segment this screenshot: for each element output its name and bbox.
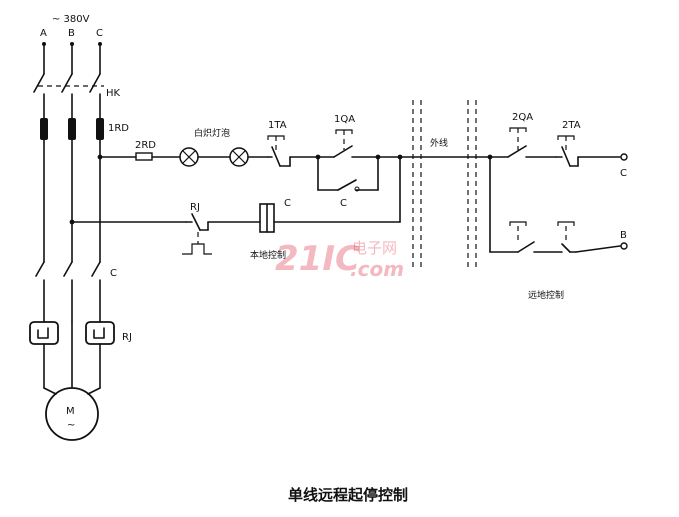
motor-ac-symbol: ~ bbox=[67, 420, 75, 431]
phase-c-label: C bbox=[96, 28, 103, 39]
coil-c-label: C bbox=[284, 198, 291, 209]
lamp-label: 白炽灯泡 bbox=[194, 127, 230, 139]
rj-contact-label: RJ bbox=[190, 202, 200, 213]
watermark-dotcom: .com bbox=[350, 257, 404, 281]
control-top-branch bbox=[99, 129, 403, 192]
terminal-c-label: C bbox=[620, 168, 627, 179]
local-control-label: 本地控制 bbox=[250, 249, 286, 261]
thermal-relay-elements bbox=[29, 321, 115, 389]
btn-1qa-label: 1QA bbox=[334, 114, 355, 125]
watermark: 21IC 电子网 .com bbox=[275, 239, 404, 281]
main-fuses bbox=[40, 118, 104, 140]
thermal-relay-label: RJ bbox=[122, 332, 132, 343]
btn-2qa-label: 2QA bbox=[512, 112, 533, 123]
supply-voltage-label: ~ 380V bbox=[52, 14, 90, 25]
holding-contact-label: C bbox=[340, 198, 347, 209]
phase-a-label: A bbox=[40, 28, 47, 39]
main-contacts-label: C bbox=[110, 268, 117, 279]
main-contacts bbox=[35, 261, 101, 323]
diagram-caption: 单线远程起停控制 bbox=[288, 486, 408, 504]
fuse-2rd-label: 2RD bbox=[135, 140, 156, 151]
fuse-1rd-label: 1RD bbox=[108, 123, 129, 134]
outer-line-label: 外线 bbox=[430, 137, 448, 149]
btn-1ta-label: 1TA bbox=[268, 120, 287, 131]
watermark-cn: 电子网 bbox=[352, 239, 397, 257]
hk-knife-switch bbox=[33, 73, 104, 119]
control-bottom-branch bbox=[71, 156, 401, 255]
motor: M ~ bbox=[43, 387, 101, 441]
motor-label: M bbox=[66, 406, 75, 417]
terminal-b-label: B bbox=[620, 230, 627, 241]
phase-wires-middle bbox=[43, 139, 103, 263]
watermark-brand: 21IC bbox=[275, 239, 360, 279]
phase-b-label: B bbox=[68, 28, 75, 39]
btn-2ta-label: 2TA bbox=[562, 120, 581, 131]
remote-control-label: 远地控制 bbox=[528, 289, 564, 301]
hk-label: HK bbox=[106, 88, 121, 99]
remote-control-circuit bbox=[487, 127, 628, 253]
outer-line-dividers bbox=[399, 100, 491, 270]
phase-wires-upper bbox=[43, 43, 101, 75]
